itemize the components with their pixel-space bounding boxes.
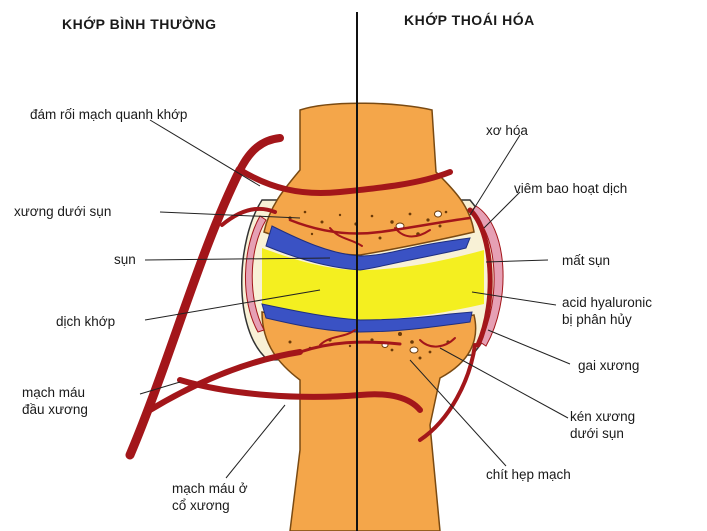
label-vascular-stenosis: chít hẹp mạch bbox=[486, 466, 571, 483]
label-hyaluronic-acid-degraded: acid hyaluronic bị phân hủy bbox=[562, 294, 652, 328]
heading-degenerated-joint: KHỚP THOÁI HÓA bbox=[404, 12, 535, 28]
heading-normal-joint: KHỚP BÌNH THƯỜNG bbox=[62, 16, 216, 32]
label-osteophyte: gai xương bbox=[578, 357, 639, 374]
label-periarticular-vascular-plexus: đám rối mạch quanh khớp bbox=[30, 106, 187, 123]
label-cartilage-loss: mất sụn bbox=[562, 252, 610, 269]
label-fibrosis: xơ hóa bbox=[486, 122, 528, 139]
label-neck-vessels: mạch máu ở cổ xương bbox=[172, 480, 248, 514]
label-cartilage: sụn bbox=[114, 251, 136, 268]
label-subchondral-bone: xương dưới sụn bbox=[14, 203, 111, 220]
label-subchondral-cyst: kén xương dưới sụn bbox=[570, 408, 635, 442]
label-synovial-fluid: dịch khớp bbox=[56, 313, 115, 330]
label-synovitis: viêm bao hoạt dịch bbox=[514, 180, 627, 197]
label-epiphyseal-vessels: mạch máu đầu xương bbox=[22, 384, 88, 418]
